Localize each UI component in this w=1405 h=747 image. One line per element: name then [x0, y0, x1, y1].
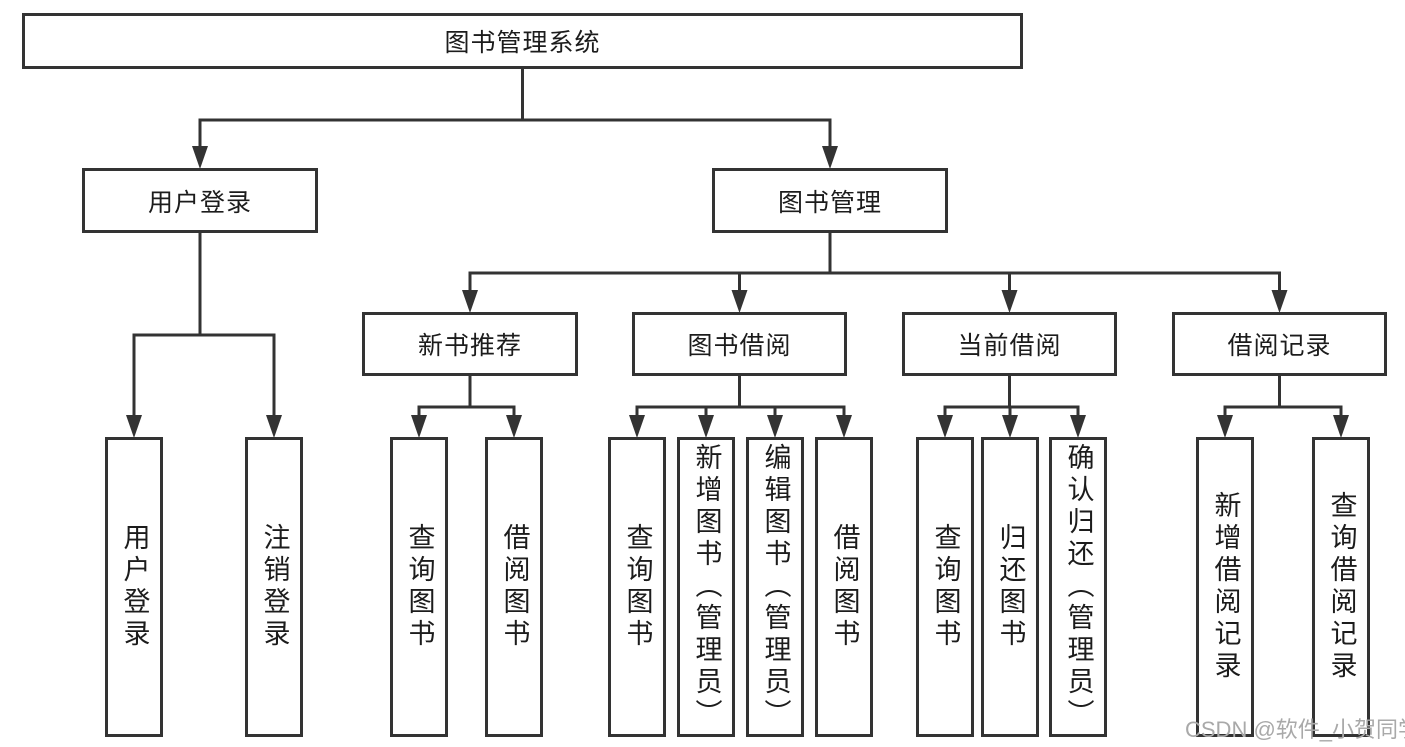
node-label-leaf-nb-query: 查询图书	[404, 523, 435, 651]
node-login: 用户登录	[82, 168, 318, 233]
edge-borrow	[629, 376, 852, 438]
edge-newbook	[411, 376, 522, 438]
node-mgmt: 图书管理	[712, 168, 948, 233]
arrow-down-icon	[937, 415, 953, 438]
node-label-mgmt: 图书管理	[777, 188, 882, 217]
node-current: 当前借阅	[902, 312, 1117, 376]
arrow-down-icon	[192, 146, 208, 169]
node-label-leaf-cur-query: 查询图书	[930, 523, 961, 651]
node-label-borrow: 图书借阅	[687, 332, 792, 360]
edge-root	[192, 69, 838, 169]
node-leaf-cur-confirm: 确认归还（管理员）	[1049, 437, 1107, 737]
node-leaf-rec-add: 新增借阅记录	[1196, 437, 1254, 737]
node-leaf-cur-return: 归还图书	[981, 437, 1039, 737]
node-label-leaf-bw-edit: 编辑图书（管理员）	[760, 443, 791, 731]
arrow-down-icon	[1333, 415, 1349, 438]
node-newbook: 新书推荐	[362, 312, 578, 376]
node-label-leaf-cur-confirm: 确认归还（管理员）	[1063, 443, 1094, 731]
arrow-down-icon	[629, 415, 645, 438]
node-label-leaf-cur-return: 归还图书	[995, 523, 1026, 651]
node-label-leaf-bw-query: 查询图书	[622, 523, 653, 651]
arrow-down-icon	[1217, 415, 1233, 438]
arrow-down-icon	[1002, 415, 1018, 438]
watermark: CSDN @软件_小贺同学	[1185, 717, 1405, 742]
node-label-leaf-bw-add: 新增图书（管理员）	[691, 443, 722, 731]
node-leaf-bw-edit: 编辑图书（管理员）	[746, 437, 804, 737]
node-leaf-user-login: 用户登录	[105, 437, 163, 737]
arrow-down-icon	[1070, 415, 1086, 438]
node-label-leaf-bw-borrow: 借阅图书	[829, 523, 860, 651]
node-label-current: 当前借阅	[957, 332, 1062, 360]
arrow-down-icon	[411, 415, 427, 438]
node-leaf-logout: 注销登录	[245, 437, 303, 737]
arrow-down-icon	[822, 146, 838, 169]
edge-current	[937, 376, 1086, 438]
node-leaf-nb-borrow: 借阅图书	[485, 437, 543, 737]
node-borrow: 图书借阅	[632, 312, 847, 376]
node-label-leaf-logout: 注销登录	[259, 523, 290, 651]
node-records: 借阅记录	[1172, 312, 1387, 376]
arrow-down-icon	[1001, 290, 1018, 313]
node-label-root: 图书管理系统	[444, 29, 601, 57]
arrow-down-icon	[836, 415, 852, 438]
node-leaf-nb-query: 查询图书	[390, 437, 448, 737]
edge-mgmt	[462, 233, 1288, 313]
arrow-down-icon	[731, 290, 748, 313]
arrow-down-icon	[1271, 290, 1288, 313]
arrow-down-icon	[126, 415, 142, 438]
node-leaf-bw-query: 查询图书	[608, 437, 666, 737]
node-label-leaf-rec-add: 新增借阅记录	[1210, 491, 1241, 683]
node-label-leaf-rec-query: 查询借阅记录	[1326, 491, 1357, 683]
node-leaf-rec-query: 查询借阅记录	[1312, 437, 1370, 737]
arrow-down-icon	[698, 415, 714, 438]
edge-records	[1217, 376, 1349, 438]
arrow-down-icon	[506, 415, 522, 438]
arrow-down-icon	[767, 415, 783, 438]
node-leaf-bw-add: 新增图书（管理员）	[677, 437, 735, 737]
arrow-down-icon	[462, 290, 478, 313]
arrow-down-icon	[266, 415, 282, 438]
node-leaf-bw-borrow: 借阅图书	[815, 437, 873, 737]
edge-login	[126, 233, 282, 438]
node-label-records: 借阅记录	[1227, 332, 1332, 360]
node-label-leaf-user-login: 用户登录	[119, 523, 150, 651]
node-label-login: 用户登录	[147, 188, 252, 217]
node-root: 图书管理系统	[22, 13, 1023, 69]
node-label-newbook: 新书推荐	[417, 332, 522, 360]
node-label-leaf-nb-borrow: 借阅图书	[499, 523, 530, 651]
node-leaf-cur-query: 查询图书	[916, 437, 974, 737]
